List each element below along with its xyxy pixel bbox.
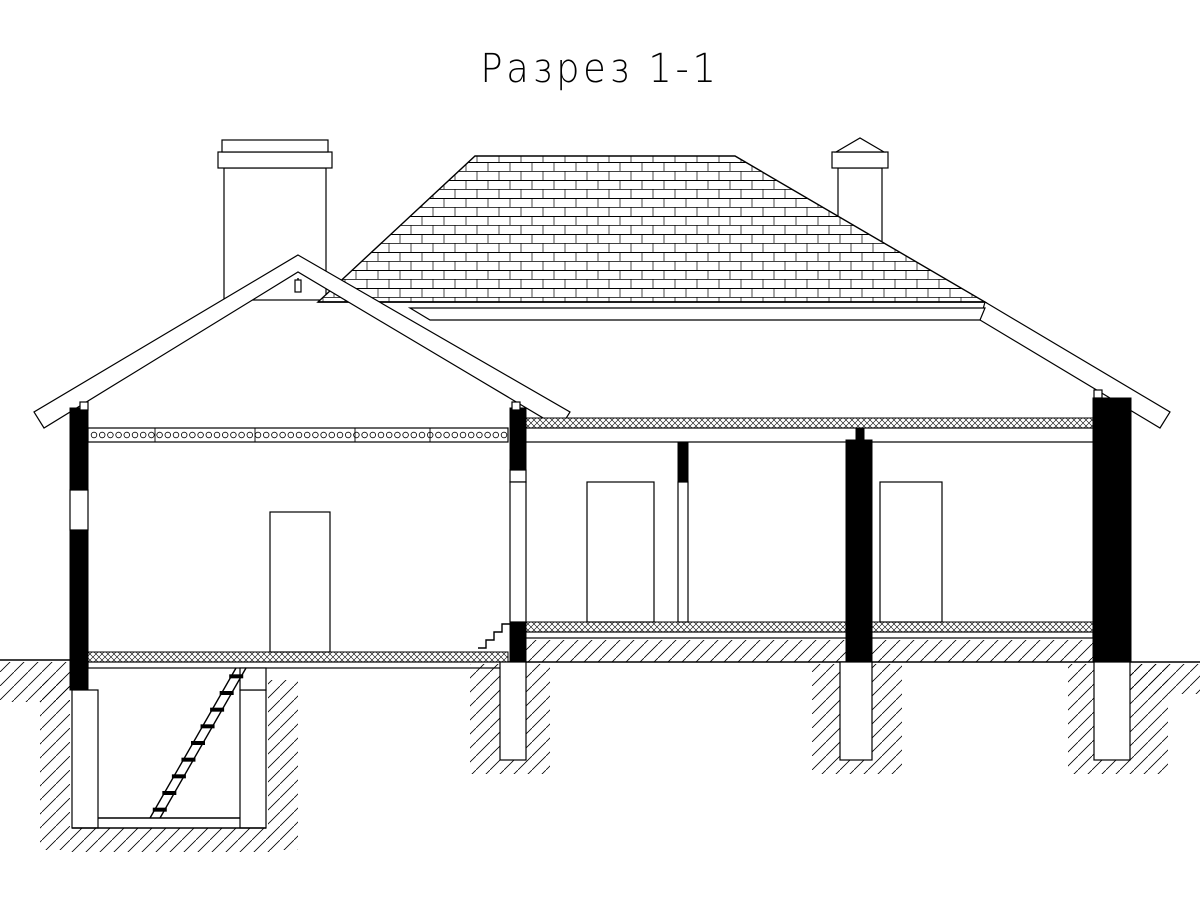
slab-void-circle bbox=[107, 431, 114, 439]
inner-partition bbox=[677, 481, 689, 623]
middle-wall-lower bbox=[509, 621, 527, 663]
ladder-rung bbox=[152, 807, 167, 812]
slab-void-circle bbox=[156, 431, 163, 439]
slab-void-circle bbox=[213, 431, 221, 439]
slab-void-circle bbox=[197, 431, 204, 439]
slab-void-circle bbox=[271, 431, 278, 439]
door-left bbox=[269, 511, 331, 653]
inner-partition-top bbox=[677, 441, 689, 483]
slab-void-circle bbox=[484, 431, 491, 439]
main-hip-roof bbox=[316, 155, 988, 303]
slab-void-circle bbox=[189, 431, 196, 439]
slab-void-circle bbox=[287, 431, 294, 439]
left-gable-roof bbox=[33, 254, 571, 429]
left-wall-upper bbox=[69, 407, 89, 491]
slab-void-circle bbox=[123, 431, 130, 439]
right-roof-slope bbox=[407, 301, 1171, 429]
slab-void-circle bbox=[451, 431, 458, 439]
slab-void-circle bbox=[254, 431, 262, 439]
slab-void-circle bbox=[328, 431, 335, 439]
ladder-rung bbox=[200, 724, 215, 729]
cellar-ladder bbox=[149, 667, 247, 819]
middle-wall-upper bbox=[509, 407, 527, 471]
ladder-rung bbox=[171, 774, 186, 779]
slab-void-circle bbox=[295, 431, 303, 439]
slab-void-circle bbox=[476, 431, 483, 439]
slab-void-circle bbox=[205, 431, 212, 439]
hollow-core-slab-circles bbox=[90, 428, 508, 442]
door-middle bbox=[586, 481, 655, 623]
left-window-opening bbox=[69, 489, 89, 531]
slab-void-circle bbox=[148, 431, 155, 439]
slab-void-circle bbox=[377, 431, 385, 439]
slab-void-circle bbox=[304, 431, 311, 439]
ladder-rung bbox=[219, 691, 234, 695]
ladder-rung bbox=[162, 791, 177, 795]
slab-void-circle bbox=[238, 431, 245, 439]
left-wall-lower bbox=[69, 529, 89, 691]
ladder-rung bbox=[229, 674, 244, 679]
foundations bbox=[499, 661, 1131, 761]
slab-void-circle bbox=[312, 431, 319, 439]
slab-void-circle bbox=[180, 431, 188, 439]
ceiling-slabs bbox=[87, 417, 1101, 443]
steps bbox=[478, 623, 510, 649]
slab-void-circle bbox=[500, 431, 508, 439]
column-wall bbox=[845, 439, 873, 663]
slab-void-circle bbox=[402, 431, 409, 439]
slab-void-circle bbox=[394, 431, 401, 439]
slab-void-circle bbox=[418, 431, 426, 439]
slab-void-circle bbox=[98, 431, 106, 439]
middle-wall-partition bbox=[509, 481, 527, 623]
doors bbox=[269, 481, 943, 653]
slab-void-circle bbox=[164, 431, 171, 439]
slab-void-circle bbox=[410, 431, 417, 439]
slab-void-circle bbox=[353, 431, 360, 439]
slab-void-circle bbox=[345, 431, 352, 439]
cellar bbox=[71, 667, 267, 829]
slab-void-circle bbox=[492, 431, 499, 439]
slab-void-circle bbox=[246, 431, 253, 439]
ladder-rung bbox=[191, 741, 205, 745]
slab-void-circle bbox=[131, 431, 139, 439]
slab-void-circle bbox=[172, 431, 180, 439]
slab-void-circle bbox=[263, 431, 270, 439]
slab-void-circle bbox=[369, 431, 376, 439]
slab-void-circle bbox=[386, 431, 393, 439]
ladder-rung bbox=[181, 757, 196, 762]
slab-void-circle bbox=[279, 431, 286, 439]
slab-void-circle bbox=[221, 431, 229, 439]
right-wall bbox=[1092, 397, 1132, 663]
slab-void-circle bbox=[115, 431, 122, 439]
ladder-rung bbox=[210, 707, 225, 712]
slab-void-circle bbox=[435, 431, 442, 439]
walls bbox=[69, 389, 1132, 691]
slab-void-circle bbox=[361, 431, 368, 439]
slab-void-circle bbox=[459, 431, 467, 439]
slab-void-circle bbox=[320, 431, 327, 439]
ground bbox=[0, 640, 1200, 852]
slab-void-circle bbox=[90, 431, 98, 439]
slab-void-circle bbox=[139, 431, 147, 439]
section-title: Разрез 1-1 bbox=[480, 46, 720, 92]
slab-void-circle bbox=[443, 431, 450, 439]
door-right bbox=[879, 481, 943, 623]
slab-void-circle bbox=[468, 431, 475, 439]
slab-void-circle bbox=[336, 431, 344, 439]
slab-void-circle bbox=[230, 431, 237, 439]
